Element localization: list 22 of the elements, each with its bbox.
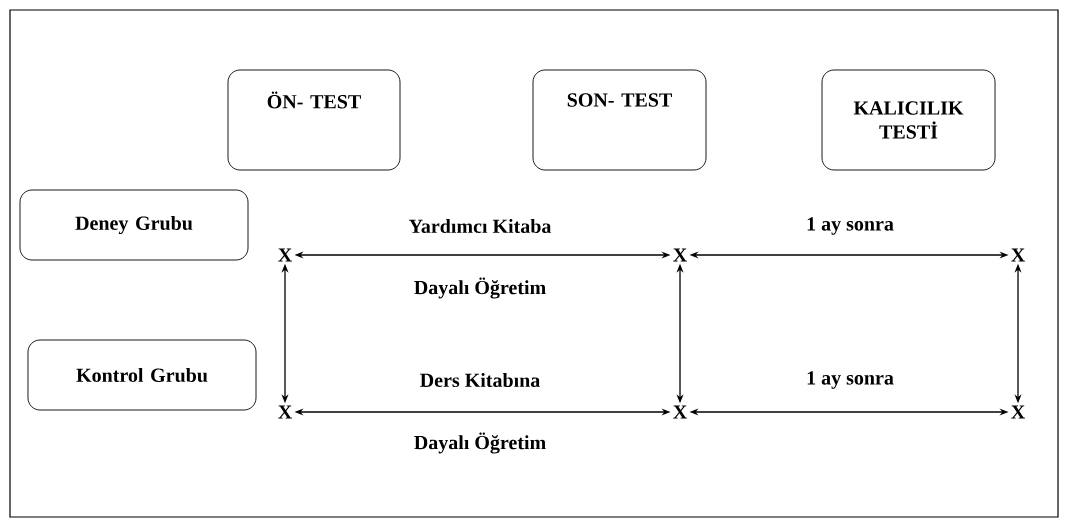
rounded-box <box>227 69 401 171</box>
x-mark: X <box>673 405 687 419</box>
step-label: Yardımcı Kitaba <box>408 218 552 234</box>
x-mark: X <box>1011 405 1025 419</box>
x-mark: X <box>278 248 292 262</box>
node-label: Kontrol Grubu <box>76 367 208 383</box>
node-label: Deney Grubu <box>75 215 193 235</box>
rounded-box <box>19 189 249 261</box>
node-label: KALICILIK TESTİ <box>853 101 964 139</box>
step-label: Ders Kitabına <box>420 372 540 388</box>
x-mark: X <box>1011 248 1025 262</box>
rounded-box <box>27 339 257 411</box>
step-label: 1 ay sonra <box>807 217 894 235</box>
rounded-box <box>532 69 707 171</box>
rounded-box <box>821 69 996 171</box>
step-label: Dayalı Öğretim <box>414 277 546 299</box>
node-label: SON- TEST <box>567 93 672 107</box>
step-label: 1 ay sonra <box>807 371 894 389</box>
node-label: ÖN- TEST <box>267 91 361 109</box>
step-label: Dayalı Öğretim <box>414 432 546 454</box>
x-mark: X <box>673 248 687 262</box>
x-mark: X <box>278 405 292 419</box>
